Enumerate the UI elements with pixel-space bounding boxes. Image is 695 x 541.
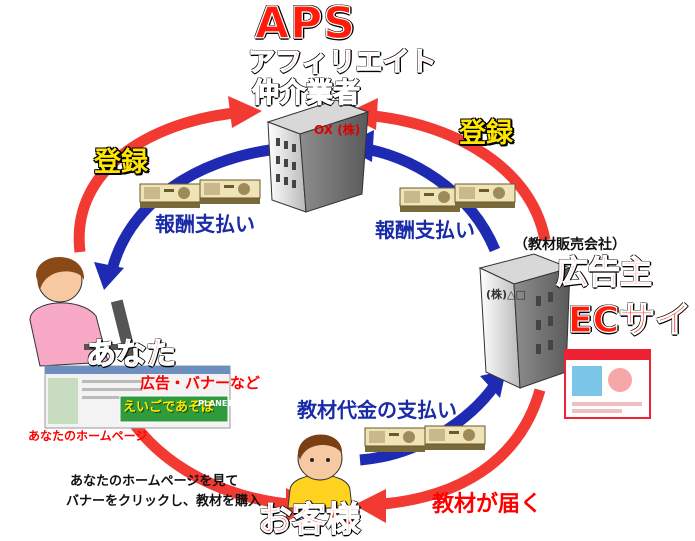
ec-site-label: ECサイト xyxy=(567,300,695,341)
register-label-left: 登録 xyxy=(94,147,148,178)
aps-subtitle-line2: 仲介業者 xyxy=(251,78,360,109)
aps-building-sign: OX (株) xyxy=(314,122,360,137)
red-arrow-register-right xyxy=(361,109,551,242)
blue-arrow-reward-right xyxy=(359,142,501,253)
aps-building-icon: OX (株) xyxy=(266,99,370,213)
banknote-stack xyxy=(139,183,201,209)
your-homepage-label: あなたのホームページ xyxy=(28,429,148,443)
banknote-stack xyxy=(199,179,261,205)
advertiser-subtitle: （教材販売会社） xyxy=(514,237,626,253)
customer-desc-line2: バナーをクリックし、教材を購入 xyxy=(66,494,262,509)
blue-arrowhead xyxy=(94,262,124,290)
customer-desc-line1: あなたのホームページを見て xyxy=(70,474,239,489)
aps-subtitle-line1: アフィリエイト xyxy=(247,47,437,78)
banner-badge: PLANET xyxy=(198,399,233,408)
advertiser-building-sign: (株)△□ xyxy=(486,287,526,301)
you-label: あなた xyxy=(85,337,176,372)
banknote-stack xyxy=(399,187,461,213)
payment-label: 教材代金の支払い xyxy=(297,398,457,422)
banknote-stack xyxy=(424,425,486,451)
materials-arrive-label: 教材が届く xyxy=(432,492,543,517)
reward-label-right: 報酬支払い xyxy=(375,218,475,242)
your-homepage-thumbnail xyxy=(44,365,231,429)
ad-banner-label: 広告・バナーなど xyxy=(140,374,261,392)
register-label-right: 登録 xyxy=(459,118,513,149)
customer-person-icon xyxy=(287,434,353,509)
customer-label: お客様 xyxy=(257,500,360,540)
advertiser-building-icon: (株)△□ xyxy=(478,253,572,389)
red-arrowhead xyxy=(354,489,386,523)
red-arrowhead xyxy=(228,96,262,128)
banknote-stack xyxy=(454,183,516,209)
banknote-stack xyxy=(364,427,426,453)
aps-title: APS xyxy=(254,0,356,49)
banner-text: えいごであそぼ xyxy=(123,400,215,415)
ec-site-thumbnail xyxy=(564,349,651,419)
red-arrow-register-left xyxy=(73,106,245,253)
you-person-icon xyxy=(29,256,138,367)
advertiser-label: 広告主 xyxy=(555,253,653,291)
reward-label-left: 報酬支払い xyxy=(155,212,255,236)
red-arrow-materials-arrive xyxy=(369,388,546,511)
